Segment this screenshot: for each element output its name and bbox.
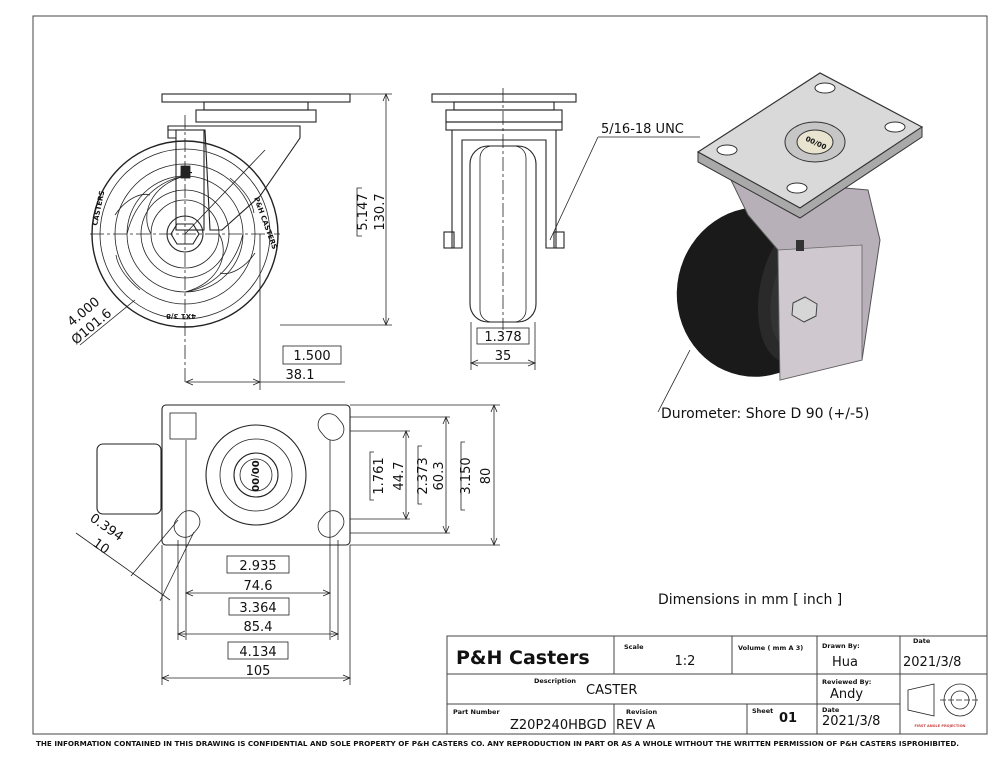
front-fork — [451, 129, 557, 249]
revision-value: REV A — [616, 718, 655, 733]
bolt-y2-mm: 60.3 — [432, 462, 447, 491]
date2-label: Date — [822, 706, 840, 714]
dim-offset: 1.500 38.1 — [184, 234, 345, 390]
dim-side-height: 5.147 130.7 — [280, 92, 392, 327]
projection-caption: FIRST ANGLE PROJECTION — [915, 724, 966, 728]
plate-h-mm: 80 — [479, 468, 494, 485]
dim-bolt-x2: 3.364 85.4 — [176, 540, 340, 640]
front-width-in: 1.378 — [484, 330, 521, 345]
company-name: P&H Casters — [456, 647, 590, 669]
top-view: 00/00 — [96, 404, 351, 640]
side-view: HT CASTERS P&H CASTERS 4X1 3/8 — [90, 93, 351, 385]
bolt-x2-in: 3.364 — [239, 601, 276, 616]
drawn-value: Hua — [832, 655, 858, 670]
side-top-plate — [161, 93, 351, 103]
dim-plate-w: 4.134 105 — [160, 545, 352, 685]
plate-h-in: 3.150 — [459, 457, 474, 494]
bolt-y2-in: 2.373 — [416, 457, 431, 494]
plate-w-mm: 105 — [246, 664, 271, 679]
dim-wheel-diameter: 4.000 Ø101.6 — [65, 295, 136, 348]
slot-in: 0.394 — [87, 511, 126, 545]
durometer-callout: Durometer: Shore D 90 (+/-5) — [657, 349, 869, 422]
thread-label: 5/16-18 UNC — [601, 122, 684, 137]
confidential-footer: THE INFORMATION CONTAINED IN THIS DRAWIN… — [36, 739, 959, 748]
scale-label: Scale — [624, 643, 644, 651]
revision-label: Revision — [626, 708, 657, 716]
front-view — [431, 88, 577, 330]
bolt-x2-mm: 85.4 — [244, 620, 273, 635]
dim-bolt-x1: 2.935 74.6 — [184, 555, 332, 597]
bolt-y1-mm: 44.7 — [392, 462, 407, 491]
slot-mm: 10 — [90, 536, 112, 558]
side-height-in: 5.147 — [356, 193, 371, 230]
durometer-note: Durometer: Shore D 90 (+/-5) — [661, 406, 869, 422]
sheet-value: 01 — [779, 711, 797, 726]
reviewed-value: Andy — [830, 687, 863, 702]
front-width-mm: 35 — [495, 349, 512, 364]
title-block: P&H Casters Scale 1:2 Volume ( mm A 3) D… — [446, 635, 988, 735]
projection-symbol: FIRST ANGLE PROJECTION — [907, 683, 980, 728]
offset-mm: 38.1 — [286, 368, 315, 383]
plate-w-in: 4.134 — [239, 645, 276, 660]
dim-bolt-y2: 2.373 60.3 — [350, 415, 450, 535]
offset-in: 1.500 — [293, 349, 330, 364]
volume-label: Volume ( mm A 3) — [738, 644, 803, 652]
thread-callout: 5/16-18 UNC — [549, 122, 700, 241]
sheet-label: Sheet — [752, 707, 773, 715]
date-value: 2021/3/8 — [903, 655, 961, 670]
dim-bolt-y1: 1.761 44.7 — [350, 429, 410, 521]
reviewed-label: Reviewed By: — [822, 678, 871, 686]
date-label: Date — [913, 637, 931, 645]
drawn-label: Drawn By: — [822, 642, 860, 650]
date2-value: 2021/3/8 — [822, 714, 880, 729]
dim-slot: 0.394 10 — [75, 511, 195, 602]
part-value: Z20P240HBGD — [510, 718, 607, 733]
tread-text-3: 4X1 3/8 — [166, 312, 196, 320]
dim-front-width: 1.378 35 — [469, 322, 537, 370]
top-plate — [161, 404, 351, 546]
scale-value: 1:2 — [675, 654, 696, 669]
hub-text: 00/00 — [249, 460, 260, 492]
description-label: Description — [534, 677, 576, 685]
isometric-view: 00/00 — [676, 72, 924, 381]
dim-plate-h: 3.150 80 — [350, 403, 500, 547]
description-value: CASTER — [586, 683, 637, 698]
units-note: Dimensions in mm [ inch ] — [658, 592, 842, 608]
bolt-x1-in: 2.935 — [239, 559, 276, 574]
bolt-x1-mm: 74.6 — [244, 579, 273, 594]
part-label: Part Number — [453, 708, 500, 716]
tread-text-2: P&H CASTERS — [252, 196, 278, 251]
iso-axle-nut — [791, 296, 818, 323]
side-height-mm: 130.7 — [373, 193, 388, 230]
bolt-y1-in: 1.761 — [372, 457, 387, 494]
